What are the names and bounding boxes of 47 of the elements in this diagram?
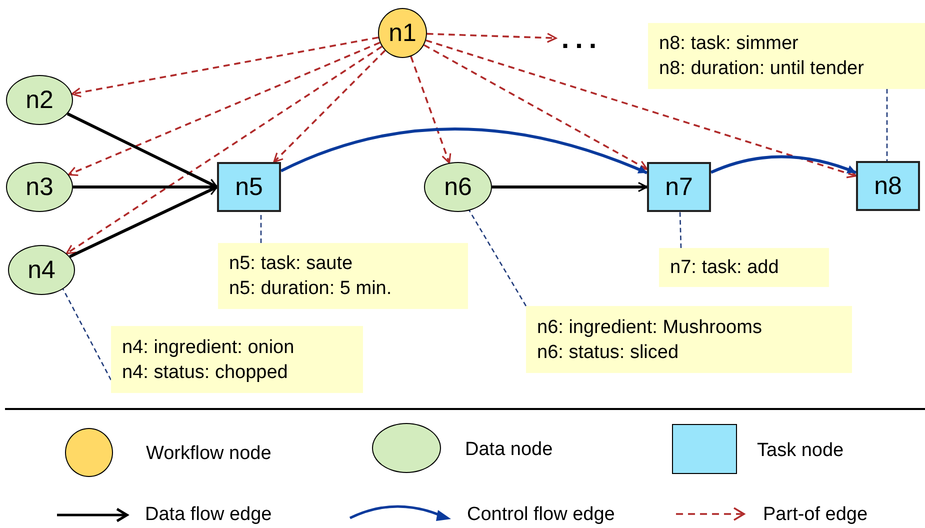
- task-node-box: n5: [217, 162, 281, 212]
- annotation-note: [111, 326, 363, 393]
- dashed-arrow: [410, 56, 452, 164]
- arrow: [69, 186, 218, 258]
- curved-arrow: [280, 128, 648, 174]
- task-node-box: n7: [647, 162, 711, 212]
- data-node-ellipse: n4: [8, 245, 75, 295]
- workflow-node-circle: n1: [378, 8, 427, 58]
- leader-line: [260, 212, 262, 243]
- data-node-ellipse: n2: [6, 75, 73, 125]
- ellipsis-text: ...: [556, 24, 608, 54]
- legend-label: Control flow edge: [467, 504, 615, 526]
- legend-label: Task node: [757, 440, 844, 462]
- dashed-arrow: [426, 32, 557, 43]
- note-text: n4: status: chopped: [122, 360, 288, 384]
- dashed-arrow: [68, 42, 380, 176]
- legend-label: Part-of edge: [763, 504, 868, 526]
- curved-arrow: [710, 155, 857, 174]
- dashed-arrow: [66, 46, 382, 254]
- note-text: n8: task: simmer: [659, 32, 798, 56]
- legend-label: Data flow edge: [145, 504, 272, 526]
- data-node-ellipse: n3: [6, 162, 73, 212]
- note-text: n4: ingredient: onion: [122, 336, 294, 360]
- arrow: [492, 182, 648, 192]
- annotation-note: [648, 23, 925, 89]
- dashed-arrow: [426, 40, 857, 178]
- legend-label: Data node: [465, 439, 553, 461]
- legend-label: Workflow node: [146, 443, 272, 465]
- note-text: n5: task: saute: [229, 252, 353, 276]
- note-text: n5: duration: 5 min.: [229, 277, 392, 301]
- note-text: n6: status: sliced: [537, 340, 679, 364]
- note-text: n7: task: add: [670, 256, 779, 280]
- leader-line: [886, 89, 888, 161]
- leader-line: [62, 288, 112, 380]
- dashed-arrow: [71, 36, 379, 98]
- dashed-arrow: [424, 44, 648, 170]
- annotation-note: [526, 306, 852, 373]
- annotation-note: [218, 243, 468, 309]
- annotation-note: [659, 248, 829, 287]
- leader-line: [679, 212, 682, 248]
- note-text: n6: ingredient: Mushrooms: [537, 316, 762, 340]
- task-node-box: n8: [856, 161, 920, 211]
- dashed-arrow: [273, 50, 386, 163]
- leader-line: [468, 210, 527, 306]
- data-node-ellipse: n6: [424, 162, 492, 212]
- arrow: [66, 112, 218, 188]
- note-text: n8: duration: until tender: [659, 57, 864, 81]
